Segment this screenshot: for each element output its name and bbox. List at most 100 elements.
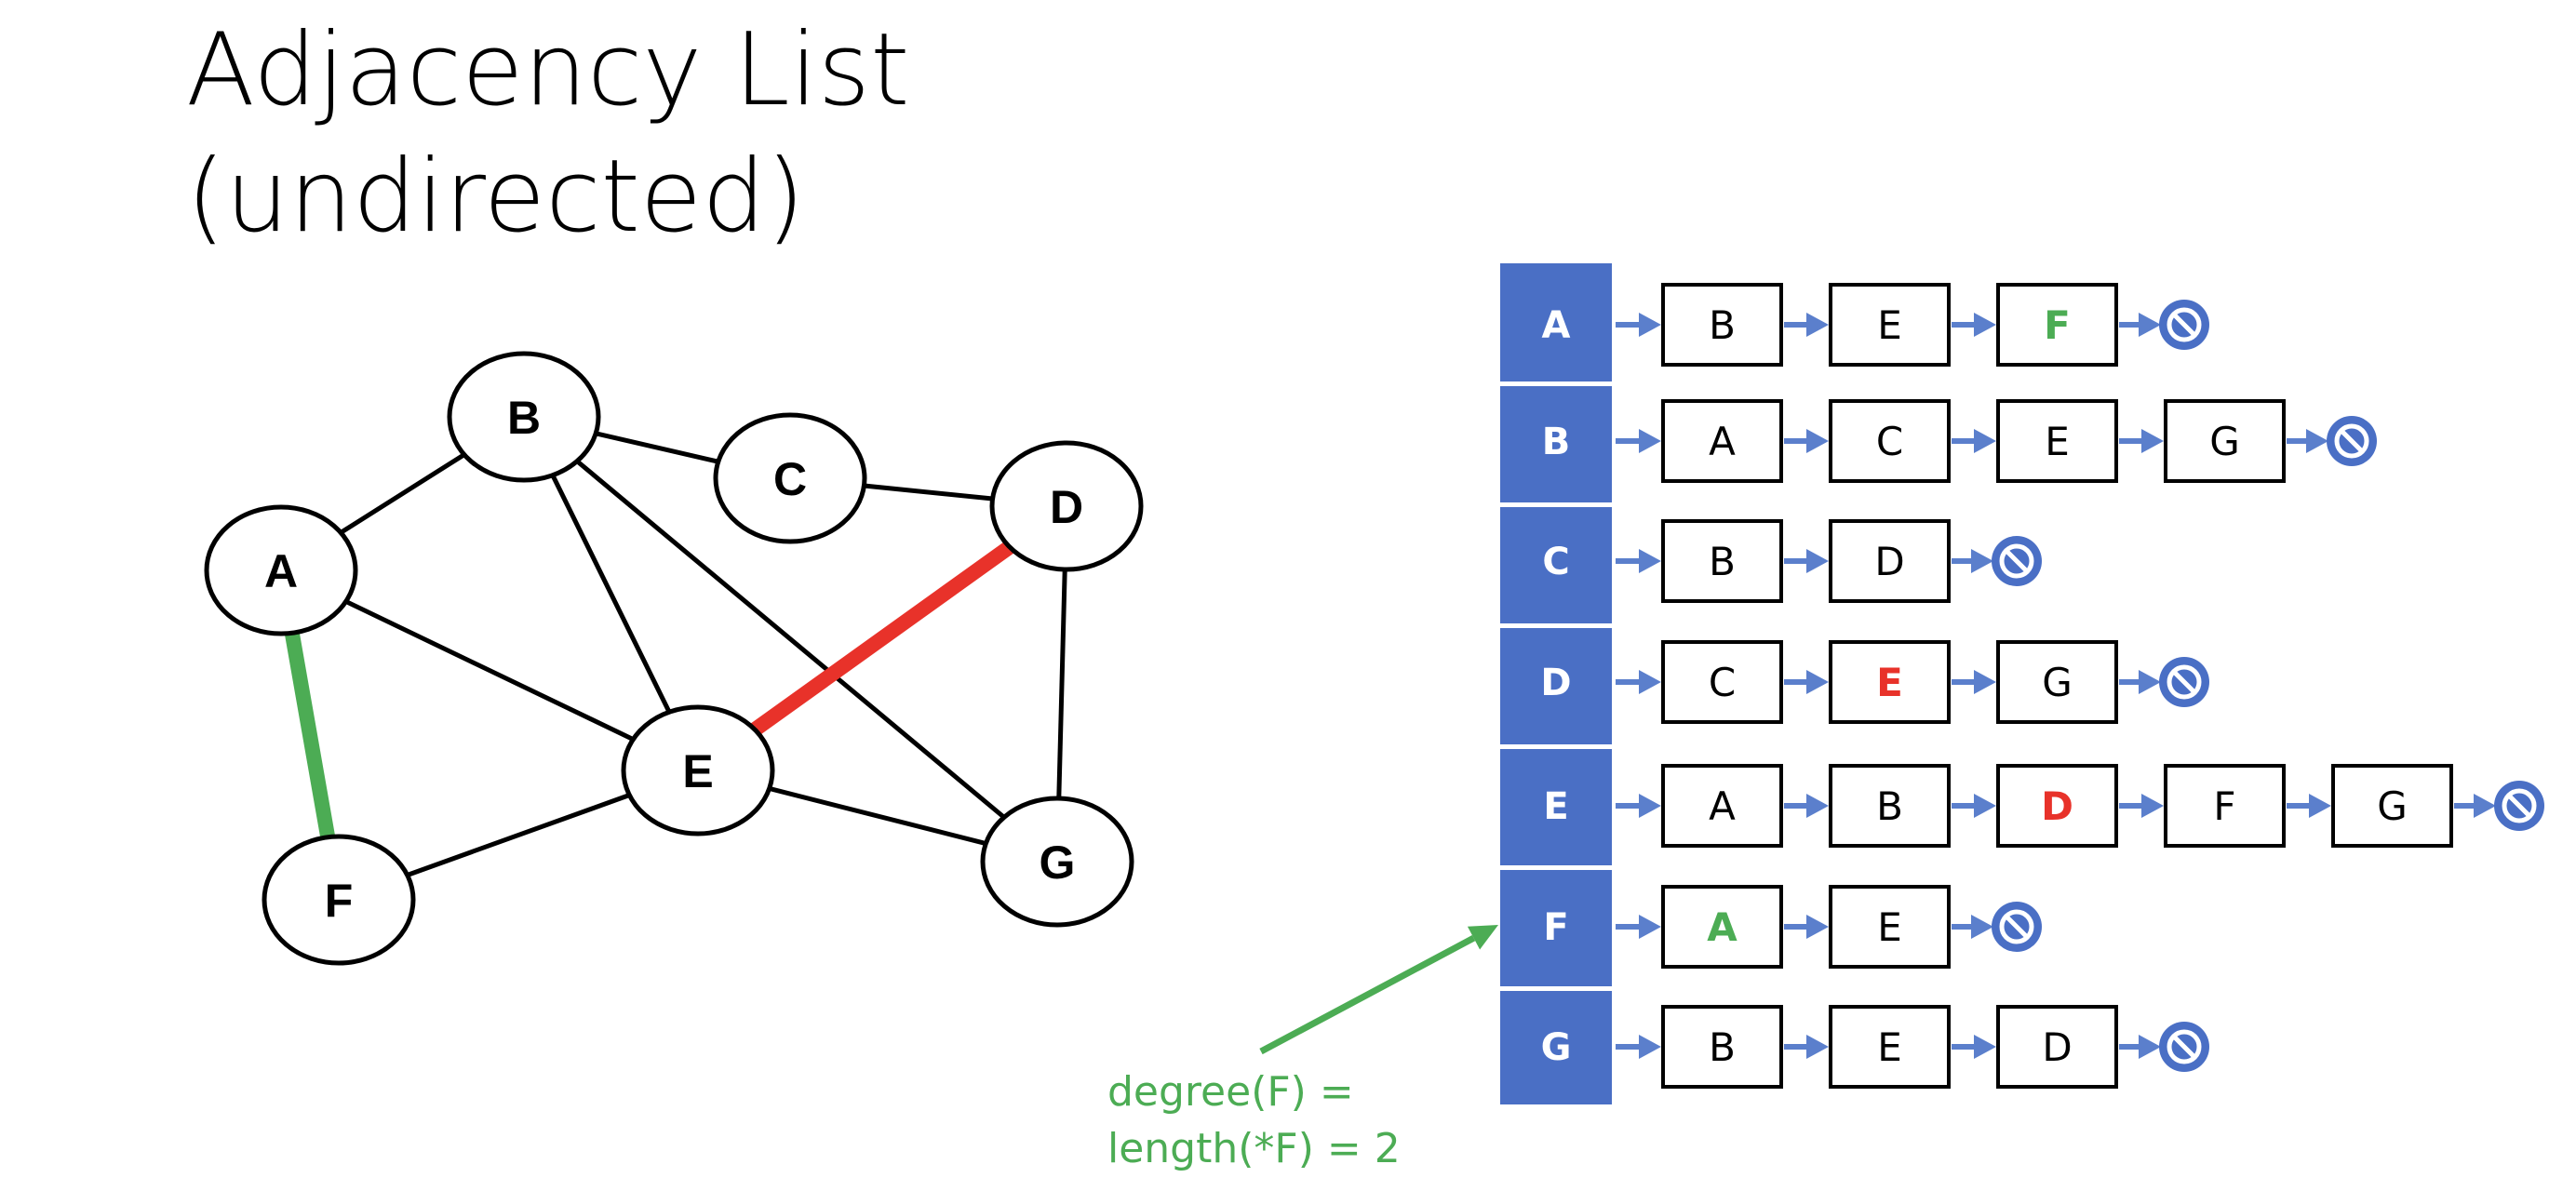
node-label: C bbox=[773, 453, 807, 505]
next-arrow bbox=[1784, 915, 1829, 939]
graph-node-c: C bbox=[713, 412, 867, 544]
list-node-box bbox=[1661, 1005, 1783, 1089]
list-node: G bbox=[2331, 764, 2453, 848]
edge-d-e bbox=[750, 541, 1014, 736]
list-node: B bbox=[1661, 1005, 1783, 1089]
list-node-box bbox=[1661, 640, 1783, 724]
list-node: E bbox=[1829, 1005, 1951, 1089]
list-node: A bbox=[1661, 885, 1783, 969]
list-node: C bbox=[1829, 399, 1951, 483]
list-node-box bbox=[1829, 764, 1951, 848]
next-arrow bbox=[2119, 794, 2164, 818]
list-node: A bbox=[1661, 764, 1783, 848]
next-arrow bbox=[1952, 794, 1996, 818]
list-node: D bbox=[1829, 519, 1951, 603]
next-arrow bbox=[2119, 313, 2161, 337]
null-terminator-icon bbox=[2159, 657, 2209, 707]
list-node: F bbox=[1996, 283, 2118, 367]
edge-b-c bbox=[595, 431, 719, 464]
edge-a-e bbox=[344, 599, 635, 742]
node-circle bbox=[713, 412, 867, 544]
vertex-label: G bbox=[1541, 1026, 1572, 1069]
pointer-arrow bbox=[1616, 915, 1661, 939]
list-node-box bbox=[1829, 640, 1951, 724]
node-label: E bbox=[682, 745, 713, 797]
node-circle bbox=[262, 834, 416, 966]
list-node-label: A bbox=[1709, 783, 1736, 829]
next-arrow bbox=[1784, 670, 1829, 694]
list-node: E bbox=[1829, 640, 1951, 724]
next-arrow bbox=[1784, 429, 1829, 453]
vertex-column bbox=[1500, 263, 1612, 1104]
edge-e-g bbox=[769, 786, 986, 846]
edge-b-e bbox=[550, 474, 672, 714]
next-arrow bbox=[2119, 1035, 2161, 1059]
slide-title-line-2: (undirected) bbox=[186, 139, 805, 255]
list-node-label: G bbox=[2377, 783, 2408, 829]
list-node: C bbox=[1661, 640, 1783, 724]
list-node-box bbox=[1996, 1005, 2118, 1089]
list-node-box bbox=[1661, 519, 1783, 603]
graph-node-d: D bbox=[989, 440, 1144, 572]
annotation-line-2: length(*F) = 2 bbox=[1107, 1125, 1401, 1172]
list-node-label: D bbox=[2041, 783, 2073, 829]
list-node-label: D bbox=[2042, 1024, 2072, 1070]
list-node-label: A bbox=[1707, 904, 1737, 950]
pointer-arrow bbox=[1616, 313, 1661, 337]
edge-a-f bbox=[284, 631, 336, 839]
edge-c-d bbox=[864, 483, 993, 502]
row-separator bbox=[1500, 986, 1612, 991]
list-node-box bbox=[1661, 283, 1783, 367]
vertex-label: B bbox=[1542, 421, 1571, 463]
next-arrow bbox=[1952, 313, 1996, 337]
graph-edges bbox=[284, 431, 1067, 877]
graph-node-e: E bbox=[621, 704, 775, 836]
next-arrow bbox=[1784, 313, 1829, 337]
edge-e-f bbox=[406, 793, 631, 877]
vertex-label: D bbox=[1540, 662, 1571, 704]
list-node-box bbox=[1829, 283, 1951, 367]
list-node: A bbox=[1661, 399, 1783, 483]
list-node: D bbox=[1996, 1005, 2118, 1089]
row-separator bbox=[1500, 744, 1612, 749]
node-circle bbox=[980, 796, 1134, 928]
list-node: B bbox=[1661, 519, 1783, 603]
next-arrow bbox=[1784, 1035, 1829, 1059]
list-node-label: B bbox=[1709, 302, 1736, 348]
list-node-label: B bbox=[1709, 539, 1736, 584]
pointer-arrow bbox=[1616, 549, 1661, 573]
row-separator bbox=[1500, 381, 1612, 386]
list-node-label: D bbox=[1874, 539, 1904, 584]
node-circle bbox=[989, 440, 1144, 572]
graph-node-f: F bbox=[262, 834, 416, 966]
list-node: B bbox=[1661, 283, 1783, 367]
node-label: D bbox=[1050, 481, 1083, 533]
node-label: G bbox=[1040, 836, 1076, 889]
list-node-label: F bbox=[2044, 302, 2071, 348]
null-terminator-icon bbox=[2494, 781, 2544, 831]
null-terminator-icon bbox=[1992, 902, 2042, 952]
list-node-label: E bbox=[2045, 419, 2070, 464]
next-arrow bbox=[1952, 429, 1996, 453]
annotation-line-1: degree(F) = bbox=[1107, 1068, 1354, 1116]
list-node-label: G bbox=[2042, 660, 2073, 705]
null-terminator-icon bbox=[2327, 416, 2377, 466]
row-separator bbox=[1500, 865, 1612, 870]
list-node-box bbox=[1829, 399, 1951, 483]
annotation-arrow bbox=[1259, 925, 1498, 1055]
next-arrow bbox=[2119, 670, 2161, 694]
next-arrow bbox=[2454, 794, 2496, 818]
list-node-box bbox=[1996, 764, 2118, 848]
list-node-box bbox=[1661, 885, 1783, 969]
row-separator bbox=[1500, 623, 1612, 628]
next-arrow bbox=[1952, 670, 1996, 694]
list-node-box bbox=[1661, 399, 1783, 483]
list-node-label: E bbox=[1877, 302, 1902, 348]
list-node-label: B bbox=[1709, 1024, 1736, 1070]
